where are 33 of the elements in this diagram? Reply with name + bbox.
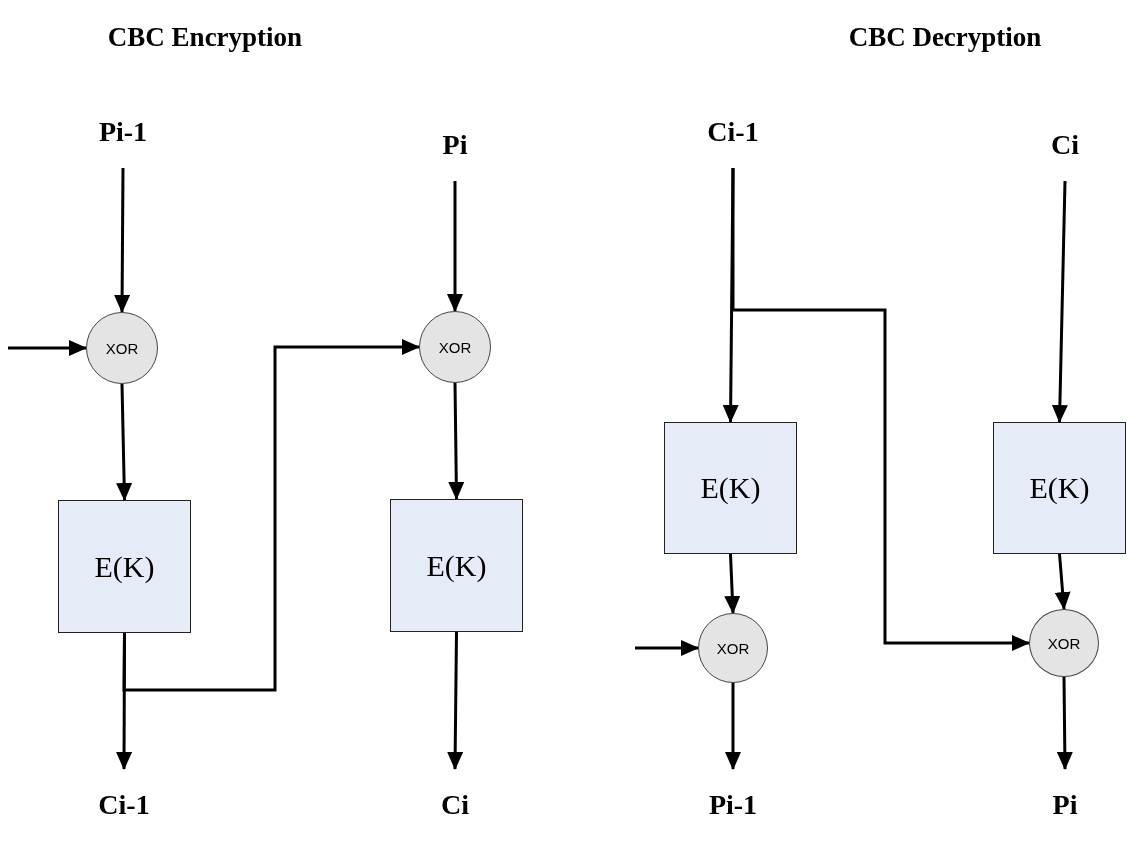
encryption-box: E(K)	[58, 500, 191, 633]
arrow	[447, 181, 463, 312]
arrow	[635, 640, 699, 656]
node-label: Ci	[1015, 125, 1115, 165]
arrow	[1056, 677, 1073, 770]
node-label: Ci-1	[74, 785, 174, 825]
encryption-box: E(K)	[993, 422, 1126, 554]
arrow	[725, 683, 741, 770]
xor-circle: XOR	[1029, 609, 1099, 677]
diagram-heading: CBC Decryption	[848, 22, 1042, 53]
arrow	[447, 632, 464, 770]
node-label: Ci-1	[683, 112, 783, 152]
xor-circle: XOR	[698, 613, 768, 683]
arrow	[8, 340, 87, 356]
xor-circle: XOR	[86, 312, 158, 384]
arrow	[722, 168, 739, 423]
node-label: Pi-1	[73, 112, 173, 152]
encryption-box: E(K)	[664, 422, 797, 554]
encryption-box: E(K)	[390, 499, 523, 632]
arrow	[114, 168, 131, 313]
node-label: Pi	[405, 125, 505, 165]
arrow	[122, 339, 420, 692]
arrow	[731, 168, 1030, 651]
arrow	[1051, 180, 1068, 423]
arrow	[448, 382, 465, 500]
arrow	[1054, 553, 1071, 610]
arrow	[724, 553, 741, 614]
node-label: Pi	[1015, 785, 1115, 825]
arrow	[116, 383, 133, 501]
xor-circle: XOR	[419, 311, 491, 383]
node-label: Pi-1	[683, 785, 783, 825]
node-label: Ci	[405, 785, 505, 825]
diagram-heading: CBC Encryption	[107, 22, 303, 53]
